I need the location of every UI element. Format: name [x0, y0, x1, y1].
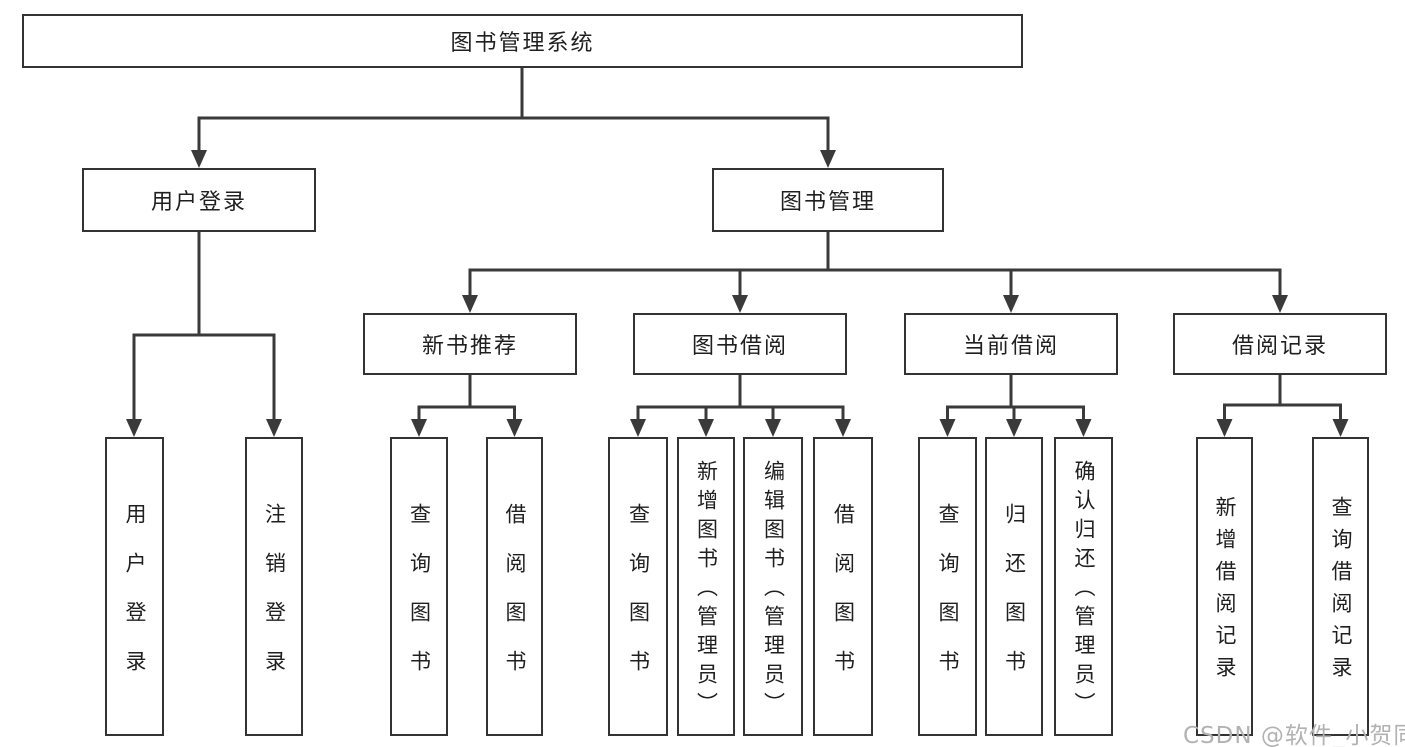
leaf-rec-borrow-books-label: 借阅图书	[503, 502, 527, 699]
leaf-cb-query-books: 查询图书	[918, 437, 977, 736]
leaf-cb-confirm-return-admin: 确认归还（管理员）	[1054, 437, 1113, 736]
leaf-cb-return-books: 归还图书	[985, 437, 1043, 736]
leaf-bb-borrow-books: 借阅图书	[813, 437, 873, 736]
leaf-bb-add-books-admin-label: 新增图书（管理员）	[694, 460, 719, 721]
node-new-book-recommendation: 新书推荐	[363, 313, 577, 375]
node-current-borrowing-label: 当前借阅	[962, 334, 1059, 359]
leaf-rec-borrow-books: 借阅图书	[486, 437, 543, 736]
leaf-logout: 注销登录	[245, 437, 303, 736]
arrowheads	[126, 150, 1349, 437]
leaf-rec-query-books: 查询图书	[390, 437, 448, 736]
connector-level1-bar	[197, 116, 830, 152]
leaf-bb-query-books: 查询图书	[608, 437, 668, 736]
leaf-br-add-record-label: 新增借阅记录	[1213, 496, 1237, 688]
leaf-cb-return-books-label: 归还图书	[1002, 502, 1027, 699]
leaf-rec-query-books-label: 查询图书	[407, 502, 432, 699]
leaf-bb-edit-books-admin-label: 编辑图书（管理员）	[761, 460, 786, 721]
node-book-management-label: 图书管理	[779, 190, 876, 215]
node-new-book-recommendation-label: 新书推荐	[421, 334, 518, 359]
leaf-bb-query-books-label: 查询图书	[626, 502, 651, 699]
node-root-label: 图书管理系统	[450, 31, 595, 56]
leaf-bb-add-books-admin: 新增图书（管理员）	[677, 437, 735, 736]
node-book-borrowing-label: 图书借阅	[691, 334, 788, 359]
node-book-borrowing: 图书借阅	[633, 313, 847, 375]
leaf-cb-confirm-return-admin-label: 确认归还（管理员）	[1072, 460, 1096, 721]
leaf-bb-edit-books-admin: 编辑图书（管理员）	[743, 437, 803, 736]
node-user-login: 用户登录	[82, 168, 316, 232]
leaf-bb-borrow-books-label: 借阅图书	[831, 502, 856, 699]
node-borrowing-records-label: 借阅记录	[1231, 334, 1328, 359]
connector-userlogin-bar	[132, 333, 276, 421]
node-book-management: 图书管理	[712, 168, 944, 232]
connector-newbookrec-bar	[417, 405, 516, 423]
leaf-user-login: 用户登录	[105, 437, 164, 736]
node-current-borrowing: 当前借阅	[904, 313, 1118, 375]
node-user-login-label: 用户登录	[150, 190, 247, 215]
leaf-br-add-record: 新增借阅记录	[1196, 437, 1253, 736]
leaf-logout-label: 注销登录	[262, 502, 287, 699]
connector-borrowrecords-bar	[1223, 403, 1342, 423]
leaf-cb-query-books-label: 查询图书	[936, 502, 960, 699]
node-root: 图书管理系统	[22, 14, 1023, 68]
leaf-br-query-record: 查询借阅记录	[1312, 437, 1369, 736]
connector-bookborrow-bar	[636, 405, 845, 423]
csdn-watermark: CSDN @软件_小贺同学	[1183, 723, 1405, 747]
leaf-user-login-label: 用户登录	[123, 502, 147, 699]
connector-level2-bar	[468, 268, 1282, 297]
node-borrowing-records: 借阅记录	[1173, 313, 1387, 375]
leaf-br-query-record-label: 查询借阅记录	[1329, 496, 1353, 688]
